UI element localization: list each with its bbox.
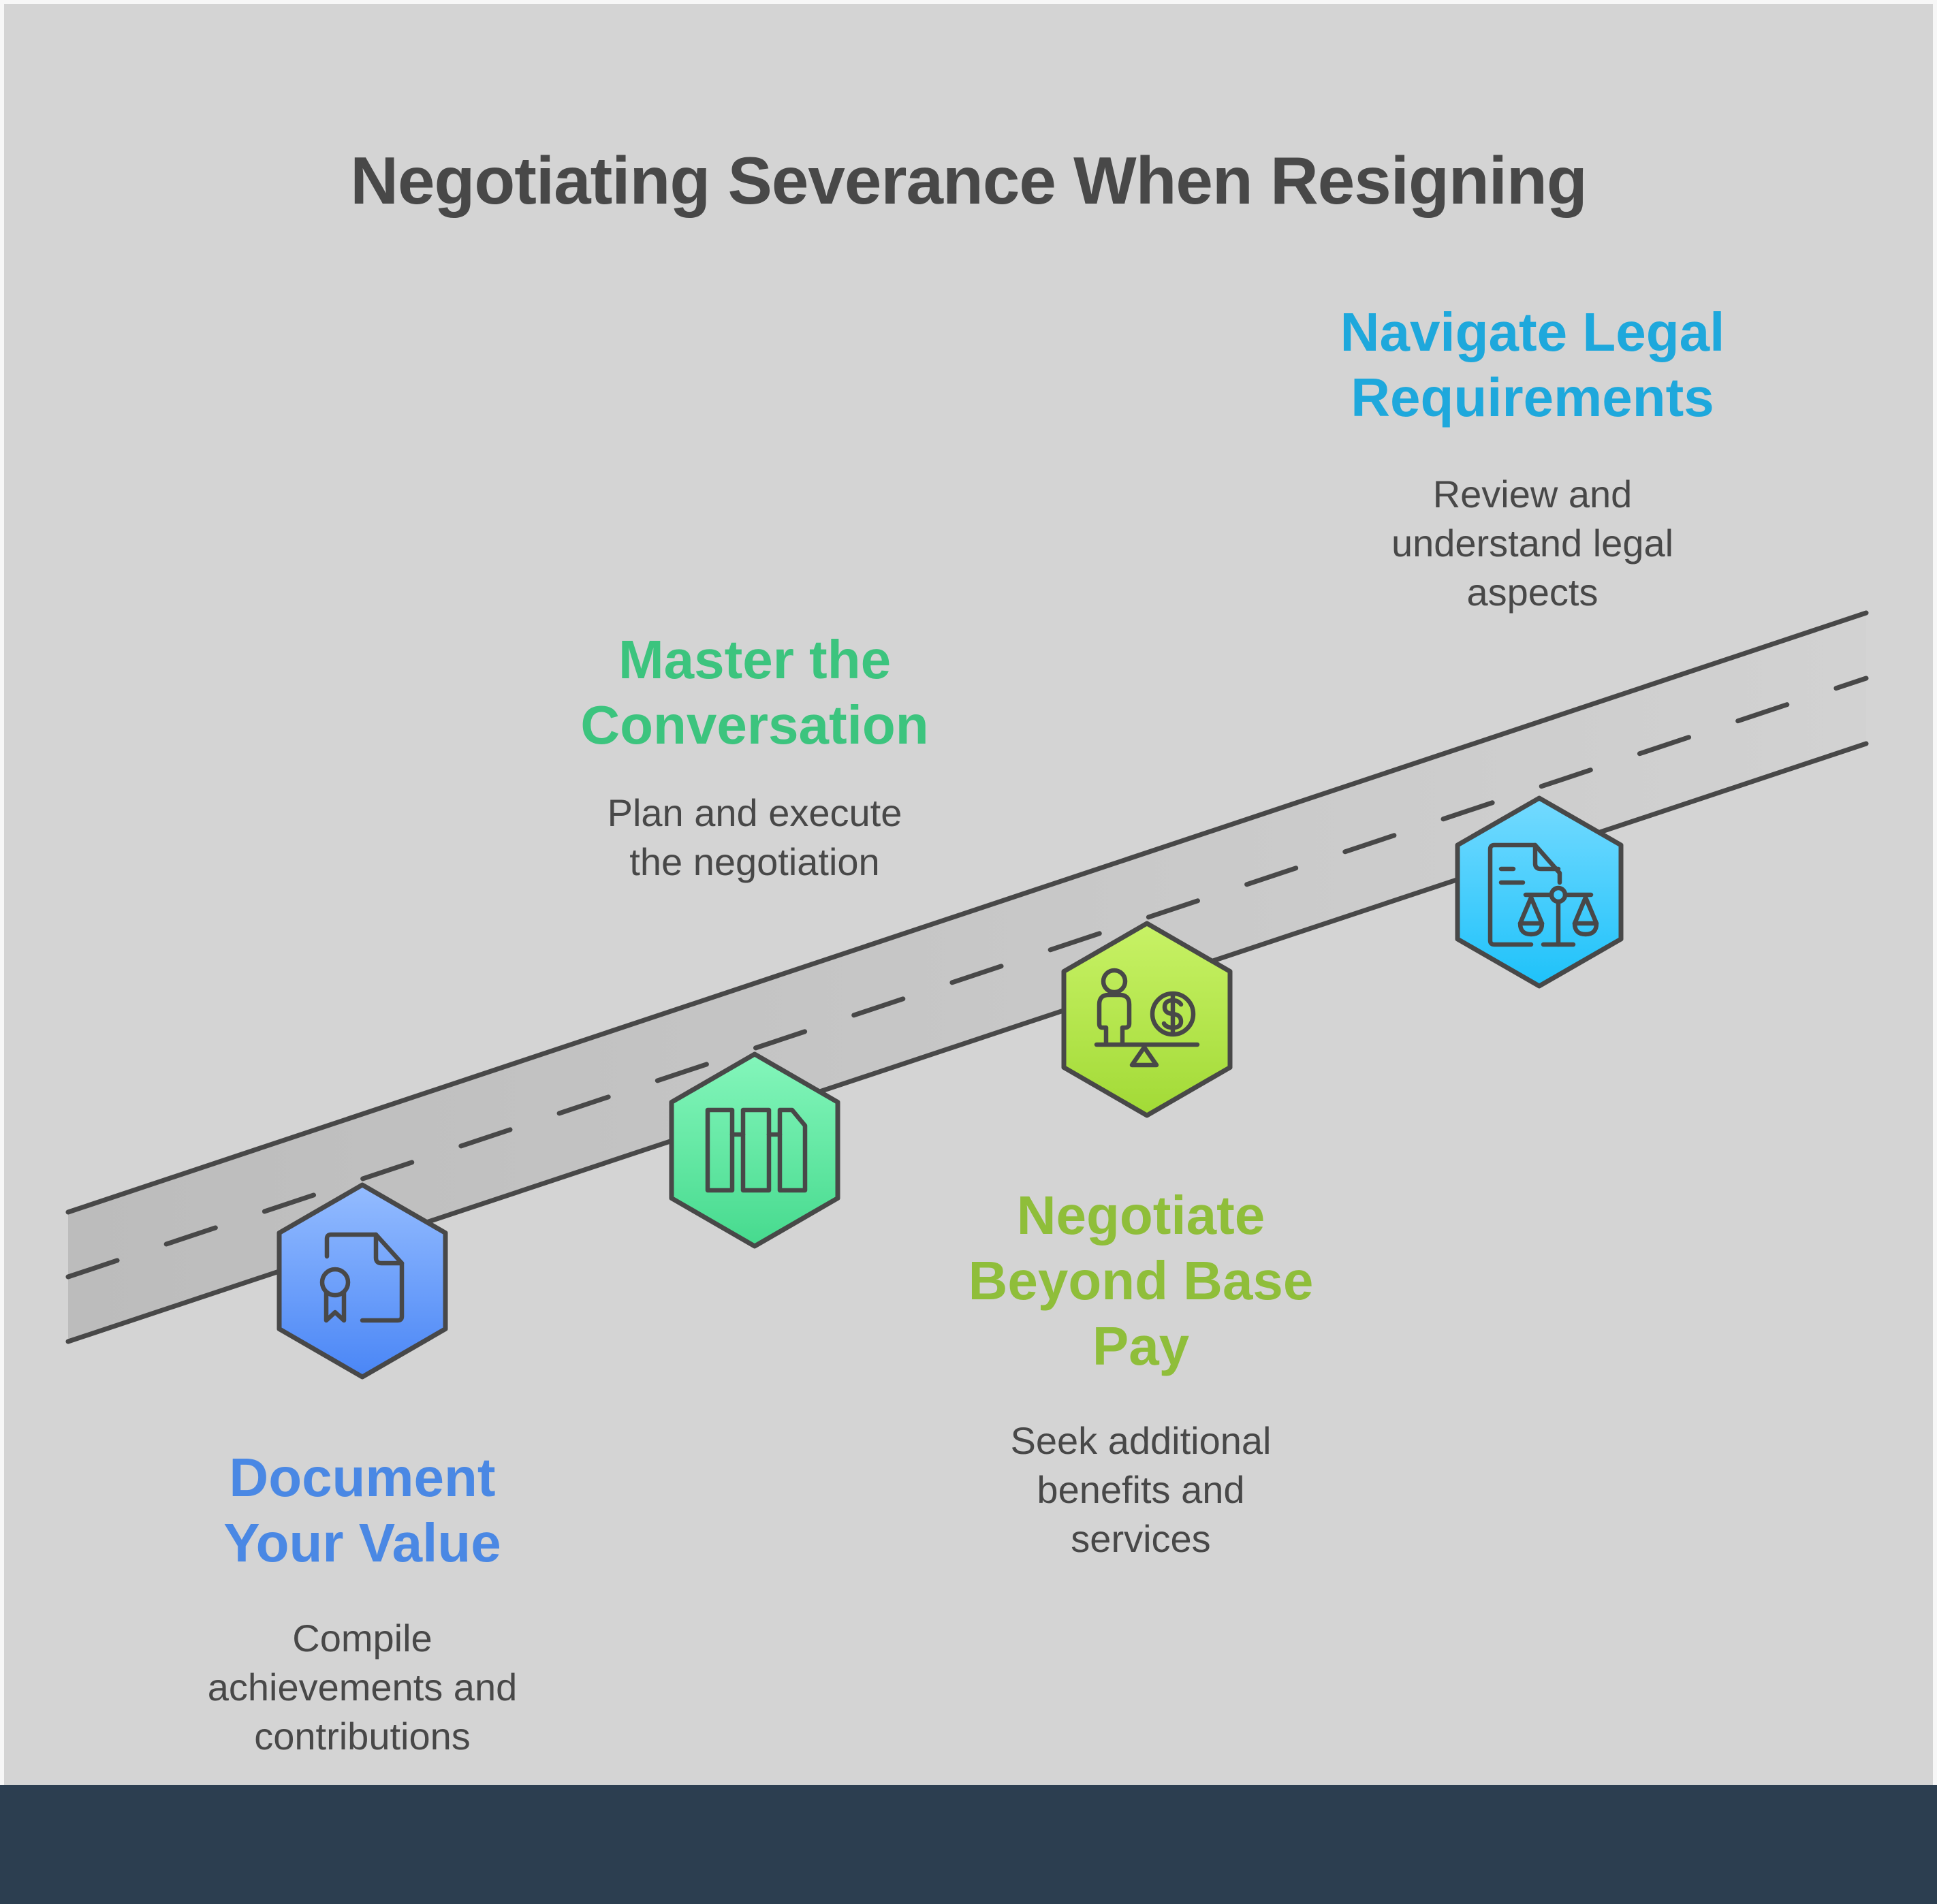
hexagon-shape: [669, 1051, 840, 1249]
step-2-description: Plan and execute the negotiation: [607, 791, 902, 883]
step-4-title: Navigate Legal Requirements: [1340, 302, 1725, 428]
footer-band: [0, 1785, 1937, 1904]
step-2-title: Master the Conversation: [580, 629, 929, 755]
road-center-dashes: [65, 676, 1869, 1280]
page-title: Negotiating Severance When Resigning: [350, 143, 1587, 218]
hexagon-shape: [277, 1182, 448, 1380]
step-1-hexagon[interactable]: [277, 1182, 448, 1380]
step-3-description: Seek additional benefits and services: [1010, 1419, 1272, 1560]
step-4-description: Review and understand legal aspects: [1391, 473, 1674, 614]
step-2-hexagon[interactable]: [669, 1051, 840, 1249]
step-3-hexagon[interactable]: [1061, 921, 1233, 1118]
step-1-description: Compile achievements and contributions: [207, 1617, 518, 1758]
hexagon-shape: [1061, 921, 1233, 1118]
person-money-balance-icon: [1094, 968, 1200, 1068]
step-3-title: Negotiate Beyond Base Pay: [968, 1185, 1314, 1376]
books-columns-icon: [705, 1107, 808, 1193]
road-top-edge: [65, 610, 1869, 1215]
step-4-hexagon[interactable]: [1455, 795, 1624, 989]
legal-document-scales-icon: [1487, 842, 1599, 947]
certificate-document-icon: [319, 1232, 405, 1323]
step-1-title: Document Your Value: [223, 1447, 501, 1573]
